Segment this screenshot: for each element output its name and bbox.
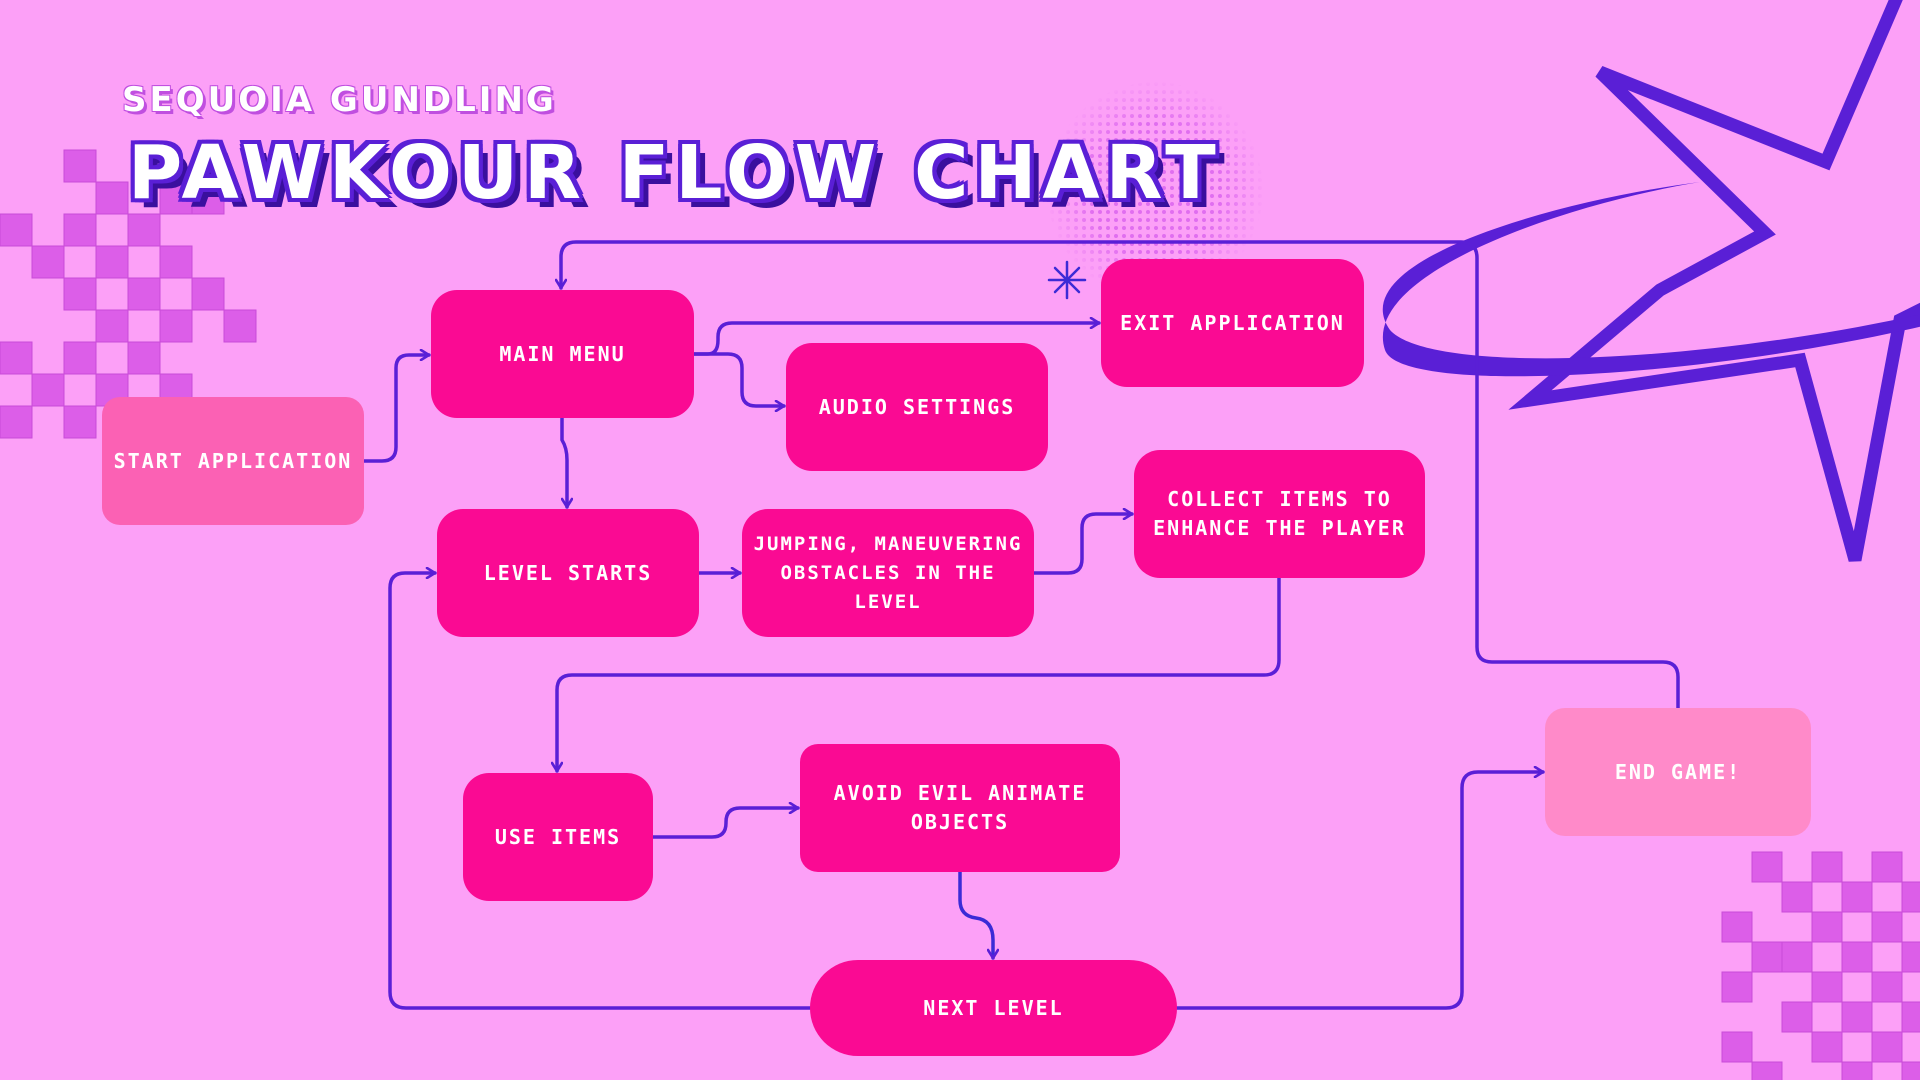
checker-square	[63, 149, 97, 183]
connector-use-to-avoid	[651, 808, 800, 839]
checker-square	[0, 341, 33, 375]
node-jumping-obstacles: JUMPING, MANEUVERING OBSTACLES IN THE LE…	[742, 509, 1034, 637]
node-level-starts: LEVEL STARTS	[437, 509, 699, 637]
checker-square	[1901, 1001, 1920, 1033]
connector-next-to-level	[388, 573, 812, 1010]
swoosh-decoration	[1382, 182, 1920, 377]
checker-square	[63, 277, 97, 311]
connector-main-to-audio	[692, 352, 786, 406]
checker-square	[95, 309, 129, 343]
checker-square	[159, 181, 193, 215]
checker-square	[63, 341, 97, 375]
checker-square	[127, 277, 161, 311]
checker-square	[1721, 971, 1753, 1003]
starburst-decoration	[1508, 0, 1920, 562]
checker-square	[1721, 1031, 1753, 1063]
author-name: SEQUOIA GUNDLING	[122, 80, 557, 120]
checker-square	[159, 245, 193, 279]
node-main-menu: MAIN MENU	[431, 290, 694, 418]
checker-square	[1751, 1061, 1783, 1080]
connector-jump-to-collect	[1032, 514, 1134, 575]
halftone-circle-decoration	[1045, 80, 1265, 300]
node-start-application: START APPLICATION	[102, 397, 364, 525]
checker-square	[127, 341, 161, 375]
checker-square	[1751, 851, 1783, 883]
checker-square	[1841, 941, 1873, 973]
node-use-items: USE ITEMS	[463, 773, 653, 901]
checker-square	[191, 277, 225, 311]
node-collect-items: COLLECT ITEMS TO ENHANCE THE PLAYER	[1134, 450, 1425, 578]
checker-square	[31, 373, 65, 407]
checker-square	[0, 405, 33, 439]
checker-square	[1841, 881, 1873, 913]
checker-pattern-left	[0, 149, 257, 439]
checker-square	[1841, 1001, 1873, 1033]
node-audio-settings: AUDIO SETTINGS	[786, 343, 1048, 471]
connector-main-to-level	[560, 416, 567, 509]
checker-square	[1841, 1061, 1873, 1080]
connector-start-to-main	[362, 355, 431, 463]
page-title: PAWKOUR FLOW CHART	[128, 130, 1222, 216]
connector-collect-to-use	[557, 576, 1281, 773]
checker-square	[95, 245, 129, 279]
checker-square	[1811, 971, 1843, 1003]
checker-square	[127, 213, 161, 247]
node-end-game: END GAME!	[1545, 708, 1811, 836]
checker-pattern-right	[1721, 851, 1920, 1080]
checker-square	[159, 309, 193, 343]
checker-square	[1781, 1001, 1813, 1033]
checker-square	[1901, 1061, 1920, 1080]
checker-square	[1781, 881, 1813, 913]
node-next-level: NEXT LEVEL	[810, 960, 1177, 1056]
checker-square	[63, 405, 97, 439]
checker-square	[1721, 911, 1753, 943]
checker-square	[63, 213, 97, 247]
checker-square	[31, 245, 65, 279]
checker-square	[1781, 941, 1813, 973]
connector-next-to-end	[1175, 772, 1545, 1010]
checker-square	[1811, 851, 1843, 883]
checker-square	[0, 213, 33, 247]
connector-end-to-main	[561, 240, 1680, 710]
checker-square	[223, 309, 257, 343]
checker-square	[1871, 1031, 1903, 1063]
node-exit-application: EXIT APPLICATION	[1101, 259, 1364, 387]
checker-square	[1871, 851, 1903, 883]
checker-square	[1871, 911, 1903, 943]
node-avoid-objects: AVOID EVIL ANIMATE OBJECTS	[800, 744, 1120, 872]
checker-square	[191, 181, 225, 215]
connector-avoid-to-next	[958, 870, 993, 960]
checker-square	[1901, 881, 1920, 913]
checker-square	[1871, 971, 1903, 1003]
checker-square	[1901, 941, 1920, 973]
checker-square	[95, 181, 129, 215]
checker-square	[1811, 911, 1843, 943]
sparkle-icon	[1047, 260, 1087, 300]
checker-square	[1811, 1031, 1843, 1063]
